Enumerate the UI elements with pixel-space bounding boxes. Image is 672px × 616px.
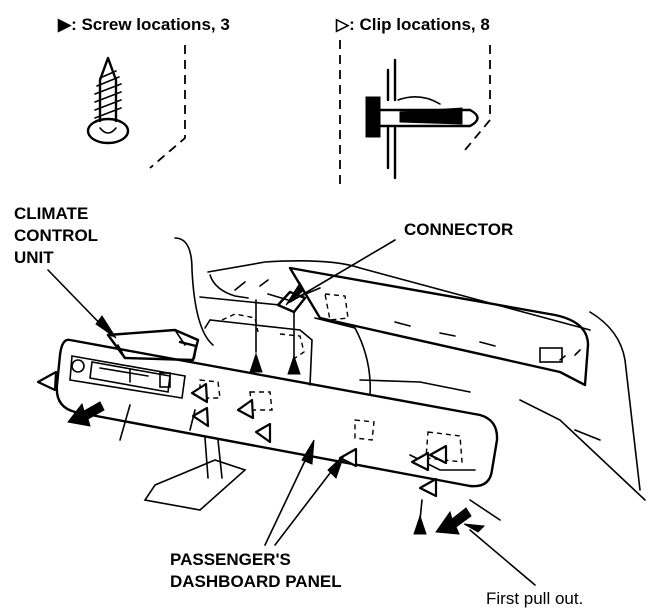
screw-marker-icon xyxy=(287,354,301,375)
leader-lines xyxy=(47,239,536,586)
clip-marker-icon xyxy=(428,444,448,465)
passenger-dashboard-panel-label: PASSENGER'S DASHBOARD PANEL xyxy=(170,550,342,591)
passenger-dashboard-panel-part xyxy=(55,338,499,488)
clip-location-markers xyxy=(36,370,448,498)
clip-marker-icon xyxy=(36,370,58,392)
screw-marker-icon xyxy=(413,514,427,535)
connector-label: CONNECTOR xyxy=(404,220,514,239)
clip-marker-icon xyxy=(236,398,255,420)
pull-arrow-left-icon xyxy=(67,401,105,427)
glovebox-opening xyxy=(204,293,349,386)
screw-icon xyxy=(86,56,130,145)
pull-arrow-right-icon xyxy=(435,507,472,535)
screw-inset xyxy=(86,45,186,169)
first-pull-out-label: First pull out. xyxy=(486,589,584,608)
screw-marker-icon xyxy=(249,352,263,373)
clip-icon xyxy=(365,58,479,180)
clip-marker-icon xyxy=(190,382,209,404)
climate-control-unit-label: CLIMATE CONTROL UNIT xyxy=(14,204,99,267)
dashboard-background xyxy=(119,237,646,521)
clip-marker-icon xyxy=(191,406,210,428)
clip-marker-icon xyxy=(410,451,430,472)
clip-legend-label: ▷: Clip locations, 8 xyxy=(336,15,490,34)
clip-marker-icon xyxy=(338,447,358,468)
screw-legend-label: ▶: Screw locations, 3 xyxy=(58,15,230,34)
pull-direction-arrows xyxy=(67,401,472,535)
climate-control-unit-part xyxy=(106,328,200,362)
clip-marker-icon xyxy=(418,477,438,498)
clip-inset xyxy=(339,40,491,185)
clip-marker-icon xyxy=(254,422,272,444)
screw-location-markers xyxy=(249,299,427,535)
